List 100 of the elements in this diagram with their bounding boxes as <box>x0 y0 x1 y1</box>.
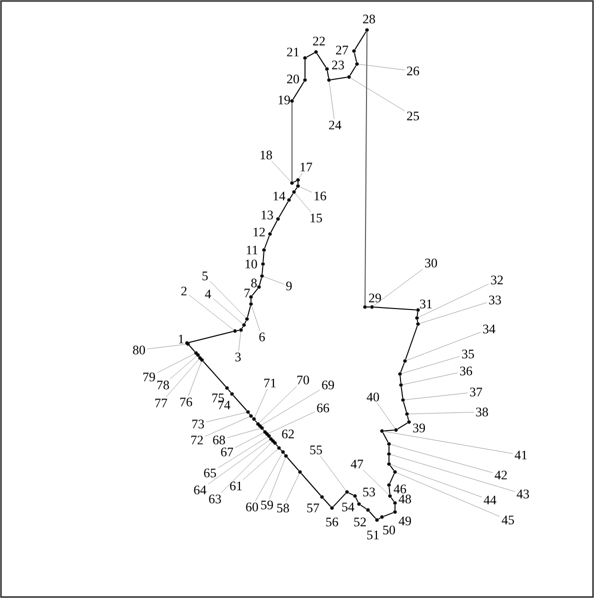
point-number: 39 <box>413 424 425 432</box>
leader-line <box>384 431 513 454</box>
point-number: 10 <box>246 260 257 268</box>
outline-segment <box>244 320 247 324</box>
point-number: 30 <box>425 258 437 268</box>
point-number: 51 <box>367 530 379 540</box>
point-number: 11 <box>246 246 258 254</box>
leader-line <box>404 392 468 400</box>
outline-segment <box>388 456 390 462</box>
leader-line <box>408 412 474 414</box>
outline-segment <box>388 486 390 494</box>
point-number: 55 <box>310 446 322 454</box>
point-number: 68 <box>213 436 225 444</box>
point-number: 52 <box>354 518 366 526</box>
point-number: 70 <box>297 376 309 384</box>
outline-segment <box>354 31 366 50</box>
point-number: 17 <box>300 162 312 172</box>
point-number: 64 <box>194 486 206 494</box>
point-number: 42 <box>494 470 507 480</box>
point-number: 59 <box>261 500 273 510</box>
outline-segment <box>332 492 346 508</box>
point-number: 24 <box>329 120 342 130</box>
outline-segment <box>383 512 394 517</box>
leader-line <box>295 193 312 212</box>
outline-segment <box>242 326 244 329</box>
leader-line <box>350 78 405 112</box>
point-number: 13 <box>262 210 273 220</box>
leader-line <box>269 458 286 500</box>
outline-segment <box>364 32 368 306</box>
point-number: 35 <box>462 350 474 358</box>
outline-segment <box>390 465 394 471</box>
point-number: 54 <box>342 502 354 512</box>
leader-line <box>406 332 481 360</box>
outline-segment <box>306 52 315 58</box>
outline-segment <box>378 518 381 520</box>
outline-segment <box>264 235 270 249</box>
point-number: 27 <box>336 46 348 54</box>
point-number: 61 <box>230 482 242 490</box>
outline-segment <box>330 76 348 80</box>
leader-line <box>238 332 241 352</box>
point-number: 23 <box>332 60 344 70</box>
point-number: 26 <box>407 66 420 76</box>
point-number: 33 <box>489 296 501 304</box>
point-number: 72 <box>191 436 203 444</box>
point-number: 7 <box>244 288 250 298</box>
point-number: 67 <box>221 448 234 456</box>
point-number: 47 <box>350 460 364 468</box>
outline-segment <box>366 306 370 308</box>
outline-segment <box>416 312 418 317</box>
leader-line <box>205 416 250 437</box>
leader-line <box>402 372 458 385</box>
outline-segment <box>228 389 232 393</box>
point-number: 8 <box>251 278 257 288</box>
leader-line <box>377 402 396 429</box>
leader-line <box>220 442 272 494</box>
leader-line <box>254 388 268 418</box>
point-number: 5 <box>202 272 208 280</box>
outline-segment <box>262 429 264 431</box>
outline-segment <box>394 504 396 510</box>
point-number: 28 <box>363 14 375 24</box>
outline-segment <box>252 288 258 296</box>
outline-segment <box>286 457 300 471</box>
outline-segment <box>400 362 405 373</box>
point-number: 80 <box>133 346 145 354</box>
leader-line <box>320 456 346 491</box>
outline-segment <box>262 266 264 275</box>
outline-segment <box>188 345 196 352</box>
leader-line <box>212 298 243 324</box>
point-number: 21 <box>287 48 299 56</box>
point-number: 79 <box>143 372 155 382</box>
outline-segment <box>294 187 298 191</box>
leader-line <box>242 449 278 480</box>
point-number: 6 <box>259 332 265 342</box>
leader-line <box>390 444 493 473</box>
point-number: 49 <box>398 516 411 526</box>
leader-line <box>358 64 405 70</box>
leader-line <box>206 412 246 422</box>
outline-segment <box>293 180 297 183</box>
leader-line <box>329 82 334 120</box>
leader-line <box>188 294 234 330</box>
outline-segment <box>232 395 248 411</box>
outline-segment <box>397 422 408 430</box>
point-number: 73 <box>192 420 204 428</box>
outline-segment <box>368 511 376 520</box>
leader-line <box>170 356 197 380</box>
leader-line <box>147 344 186 350</box>
leader-line <box>227 428 260 438</box>
outline-segment <box>300 473 322 496</box>
point-number: 1 <box>178 334 184 344</box>
leader-line <box>166 359 199 398</box>
leader-line <box>235 432 264 448</box>
point-number: 3 <box>235 352 241 362</box>
outline-segment <box>202 361 226 388</box>
outline-segment <box>326 70 330 79</box>
leader-line <box>298 172 302 178</box>
leader-line <box>373 268 424 306</box>
point-number: 58 <box>277 504 289 512</box>
point-number: 41 <box>514 450 527 460</box>
outline-segment <box>254 420 258 423</box>
point-number: 57 <box>307 504 320 512</box>
